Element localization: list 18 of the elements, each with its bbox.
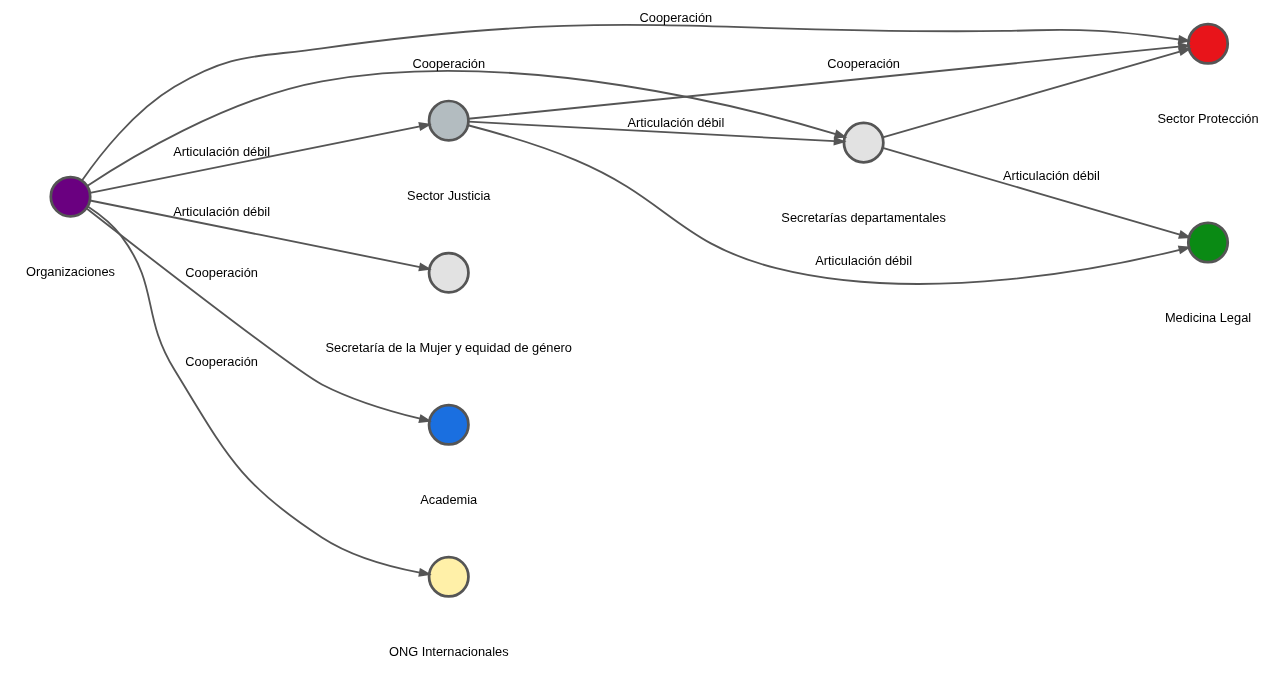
edge-label: Articulación débil [172, 143, 270, 159]
edge-label: Cooperación [184, 354, 258, 370]
node-label: Sector Justicia [406, 188, 490, 204]
node-label: Secretaría de la Mujer y equidad de género [325, 340, 572, 356]
edge-label: Cooperación [826, 55, 900, 71]
node-label: Medicina Legal [1164, 309, 1251, 325]
node-label: Sector Protección [1156, 111, 1259, 127]
node-label: Secretarías departamentales [780, 210, 946, 226]
edge-label: Articulación débil [1002, 168, 1100, 184]
node-label: ONG Internacionales [388, 644, 509, 660]
edge-label: Articulación débil [172, 204, 270, 220]
node-label: Academia [419, 492, 477, 508]
edge-label: Cooperación [184, 264, 258, 280]
edge-label: Articulación débil [626, 115, 724, 131]
node-label: Organizaciones [25, 264, 115, 280]
edge-label: Cooperación [639, 9, 712, 25]
edge-label: Cooperación [411, 55, 485, 71]
edge-label: Articulación débil [814, 252, 912, 268]
